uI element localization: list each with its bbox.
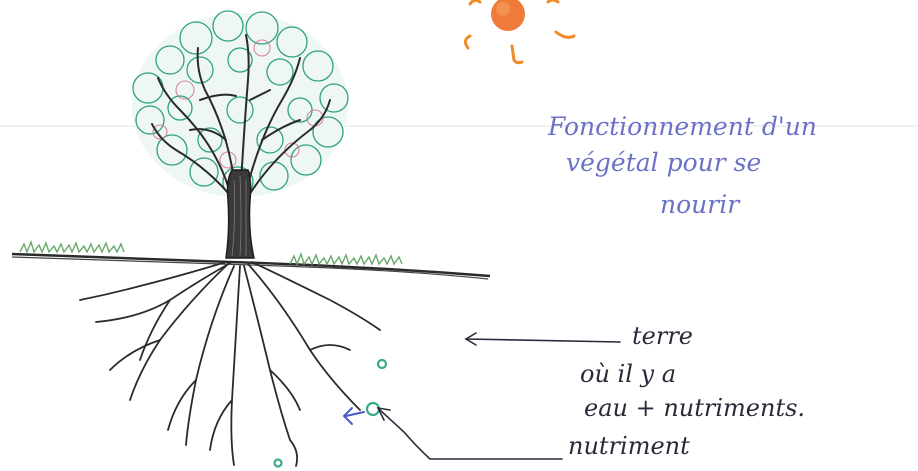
grass-right <box>289 251 403 266</box>
soil-desc-line-1: où il y a <box>580 360 677 388</box>
nutrient-label: nutriment <box>568 432 690 460</box>
soil-label: terre <box>632 322 693 350</box>
nutrient-icon <box>273 458 283 468</box>
title-line-2: végétal pour se <box>566 148 762 177</box>
grass-left <box>19 239 125 254</box>
tree-roots <box>79 261 381 467</box>
nutrient-arrow <box>376 406 563 460</box>
nutrient-icon <box>376 358 388 370</box>
soil-desc-line-2: eau + nutriments. <box>584 394 806 422</box>
sun-icon <box>463 0 576 65</box>
tree-foliage <box>132 10 349 198</box>
nutrient-icon <box>365 401 381 417</box>
title-line-3: nourir <box>660 190 740 219</box>
absorb-arrow <box>342 407 365 425</box>
title-line-1: Fonctionnement d'un <box>548 112 817 141</box>
tree-branches <box>151 34 331 201</box>
tree-trunk <box>225 169 255 259</box>
soil-arrow <box>464 332 621 346</box>
tree-icon <box>79 10 381 467</box>
